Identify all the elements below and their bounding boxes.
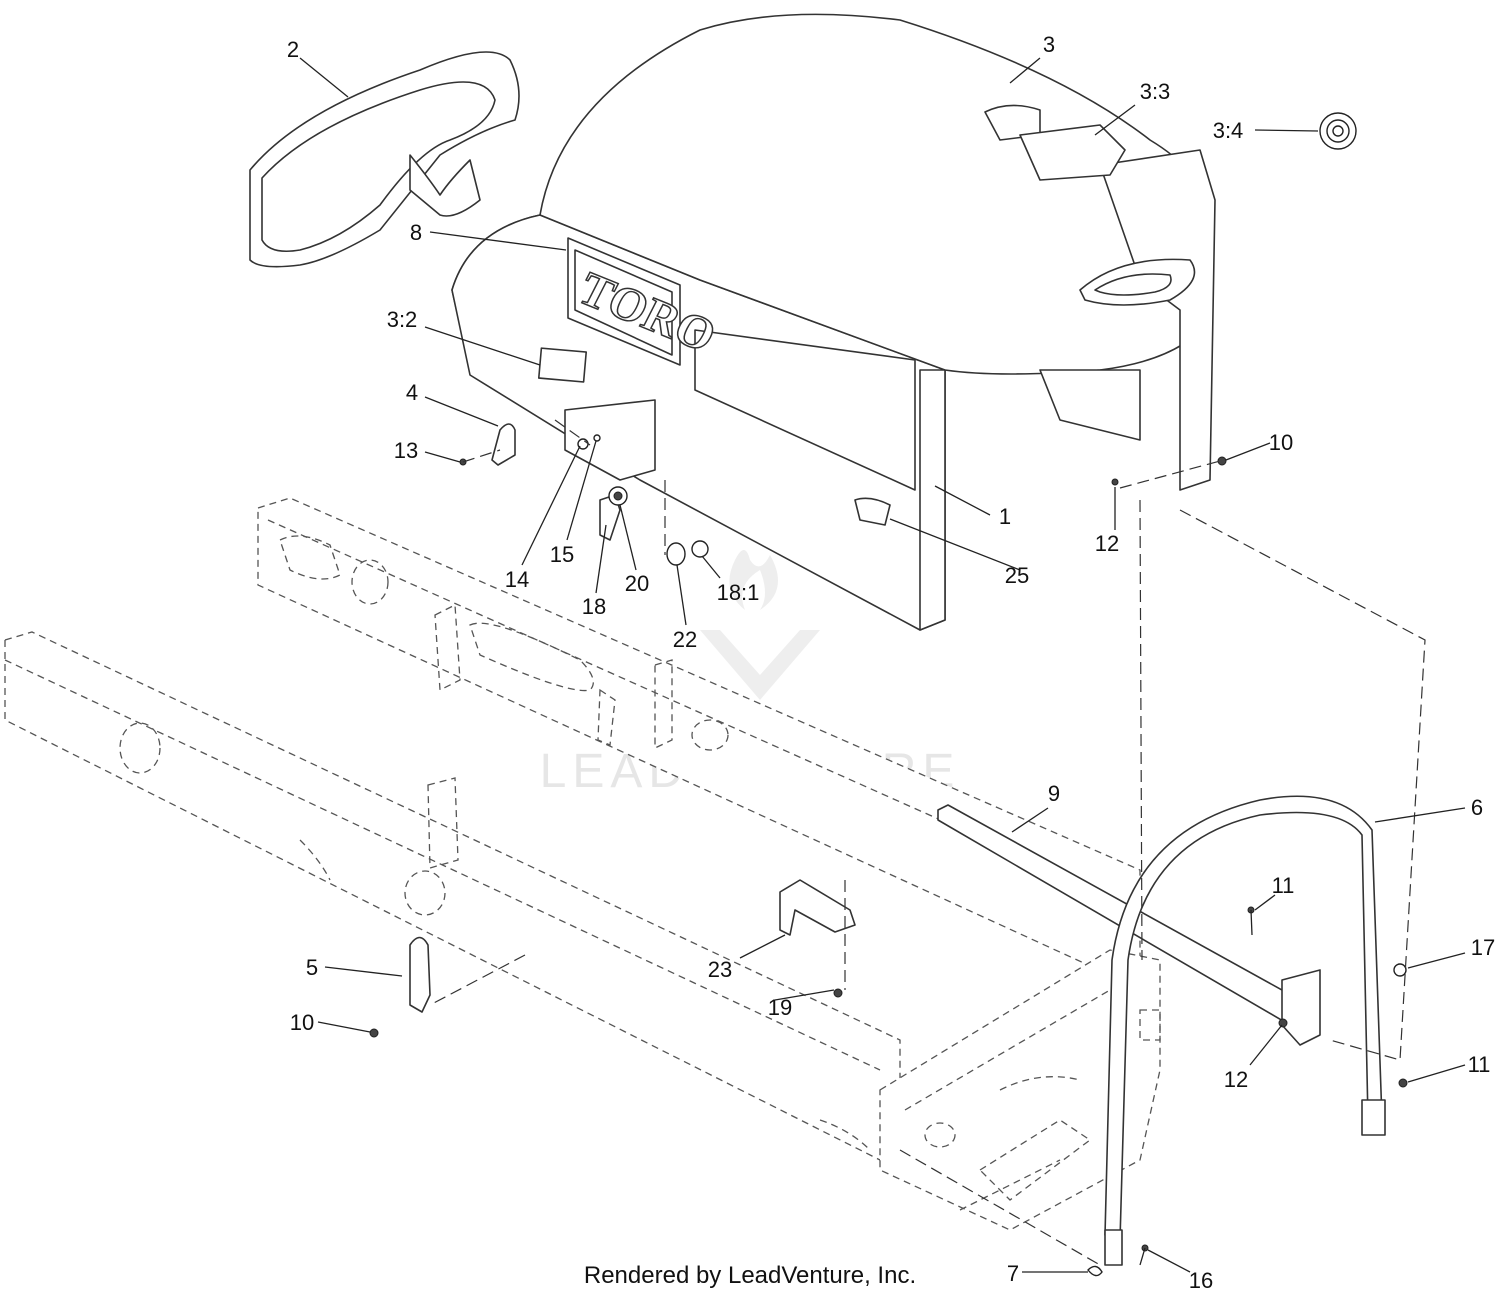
side-bracket: [369, 936, 431, 1038]
callout-labels: 2 3 3:3 3:4 8 3:2 4 13 10 1 12 25 14 15 …: [287, 32, 1495, 1293]
callout-5: 5: [306, 955, 318, 980]
rear-hitch-plate: [819, 949, 1161, 1231]
callout-3-4: 3:4: [1213, 118, 1244, 143]
pin-hardware: [1087, 456, 1227, 1277]
callout-25: 25: [1005, 563, 1029, 588]
callout-12-lower: 12: [1224, 1067, 1248, 1092]
callout-7: 7: [1007, 1261, 1019, 1286]
callout-2: 2: [287, 37, 299, 62]
rear-frame-rail: [257, 497, 1141, 976]
callout-12-upper: 12: [1095, 531, 1119, 556]
callout-6: 6: [1471, 795, 1483, 820]
side-panel: [249, 51, 520, 268]
callout-19: 19: [768, 995, 792, 1020]
assembly-lines: [429, 419, 1426, 1266]
cross-bar: [937, 804, 1321, 1046]
roll-bar: [1104, 795, 1408, 1266]
leader-lines: [299, 57, 1466, 1273]
callout-16: 16: [1189, 1268, 1213, 1293]
callout-20: 20: [625, 571, 649, 596]
callout-18: 18: [582, 594, 606, 619]
callout-10-lower: 10: [290, 1010, 314, 1035]
callout-13: 13: [394, 438, 418, 463]
callout-10-upper: 10: [1269, 430, 1293, 455]
mount-bracket: [779, 879, 856, 998]
callout-8: 8: [410, 220, 422, 245]
callout-14: 14: [505, 567, 529, 592]
callout-3-2: 3:2: [387, 307, 418, 332]
callout-15: 15: [550, 542, 574, 567]
callout-22: 22: [673, 627, 697, 652]
callout-17: 17: [1471, 935, 1495, 960]
callout-11-lower: 11: [1468, 1052, 1491, 1077]
callout-1: 1: [999, 504, 1011, 529]
callout-11-upper: 11: [1272, 873, 1295, 898]
callout-9: 9: [1048, 781, 1060, 806]
callout-4: 4: [406, 380, 418, 405]
spring-clip: [1319, 112, 1357, 150]
callout-18-1: 18:1: [717, 580, 760, 605]
render-credit: Rendered by LeadVenture, Inc.: [583, 1262, 917, 1289]
callout-3: 3: [1043, 32, 1055, 57]
callout-3-3: 3:3: [1140, 79, 1171, 104]
callout-23: 23: [708, 957, 732, 982]
